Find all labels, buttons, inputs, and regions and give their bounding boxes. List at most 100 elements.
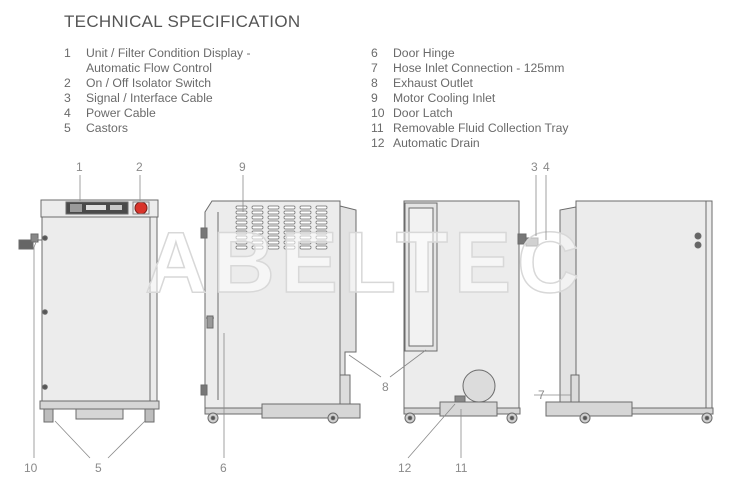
side-right-lower-step <box>570 374 580 406</box>
spec-number: 6 <box>371 46 378 60</box>
vent-slot <box>299 230 312 235</box>
vent-slot <box>251 215 264 220</box>
vent-slot <box>283 225 296 230</box>
castor-wheel-hub <box>704 415 710 421</box>
hose-inlet-icon <box>462 369 496 403</box>
vent-slot <box>299 220 312 225</box>
front-view <box>18 199 160 423</box>
leader-line-5b <box>107 420 146 459</box>
front-body <box>41 216 158 402</box>
side-lower-step <box>339 374 351 406</box>
spec-item: 2 On / Off Isolator Switch <box>64 76 251 91</box>
spec-text: On / Off Isolator Switch <box>86 76 212 90</box>
vent-slot <box>283 220 296 225</box>
vent-slot <box>235 210 248 215</box>
leader-line-8a <box>348 354 382 378</box>
castor-wheel-hub <box>509 415 515 421</box>
callout-6: 6 <box>220 461 227 475</box>
spec-number: 2 <box>64 76 71 90</box>
door-latch-icon <box>42 384 48 390</box>
vent-slot <box>283 210 296 215</box>
display-led-icon <box>110 205 122 210</box>
vent-slot <box>267 215 280 220</box>
knob-icon <box>694 232 702 240</box>
castor-wheel-hub <box>210 415 216 421</box>
spec-text: Signal / Interface Cable <box>86 91 213 105</box>
callout-8: 8 <box>382 380 389 394</box>
vent-slot <box>283 215 296 220</box>
door-hinge-icon <box>200 227 208 239</box>
vent-slot <box>235 220 248 225</box>
vent-slot <box>283 240 296 245</box>
fluid-tray-front <box>75 408 124 420</box>
spec-list-left: 1 Unit / Filter Condition Display - Autom… <box>64 46 251 136</box>
spec-number: 4 <box>64 106 71 120</box>
fluid-tray-rear <box>439 401 498 417</box>
spec-text: Automatic Drain <box>393 136 480 150</box>
callout-5: 5 <box>95 461 102 475</box>
vent-slot <box>299 205 312 210</box>
leader-line-8b <box>389 349 427 378</box>
callout-7: 7 <box>538 388 545 402</box>
spec-text: Unit / Filter Condition Display - Automa… <box>86 46 251 75</box>
callout-11: 11 <box>455 461 468 475</box>
vent-slot <box>235 205 248 210</box>
castor-right <box>144 408 155 423</box>
door-latch-icon <box>42 235 48 241</box>
switch-plate <box>132 201 150 215</box>
vent-slot <box>283 235 296 240</box>
vent-slot <box>283 245 296 250</box>
side-view-left <box>200 200 361 424</box>
vent-slot <box>315 225 328 230</box>
vent-slot <box>299 225 312 230</box>
spec-number: 3 <box>64 91 71 105</box>
spec-item: 6 Door Hinge <box>371 46 568 61</box>
castor-left <box>43 408 54 423</box>
spec-item: 3 Signal / Interface Cable <box>64 91 251 106</box>
vent-slot <box>251 240 264 245</box>
vent-slot <box>267 245 280 250</box>
vent-slot <box>315 230 328 235</box>
display-window-icon <box>70 204 82 212</box>
castor-wheel-hub <box>330 415 336 421</box>
spec-number: 5 <box>64 121 71 135</box>
vent-slot <box>315 245 328 250</box>
spec-number: 11 <box>371 121 384 135</box>
spec-number: 7 <box>371 61 378 75</box>
spec-number: 1 <box>64 46 71 60</box>
vent-slot <box>299 240 312 245</box>
spec-text: Castors <box>86 121 128 135</box>
callout-9: 9 <box>239 160 246 174</box>
vent-slot <box>267 230 280 235</box>
fluid-tray-side <box>261 403 361 419</box>
castor-wheel-hub <box>582 415 588 421</box>
vent-slot <box>251 225 264 230</box>
spec-item: 1 Unit / Filter Condition Display - Autom… <box>64 46 251 76</box>
spec-text: Door Hinge <box>393 46 455 60</box>
spec-text: Removable Fluid Collection Tray <box>393 121 569 135</box>
vent-slot <box>315 220 328 225</box>
page-title: TECHNICAL SPECIFICATION <box>64 12 301 31</box>
spec-text: Door Latch <box>393 106 453 120</box>
vent-slot <box>267 240 280 245</box>
vent-slot <box>235 225 248 230</box>
cable-connector-icon <box>525 237 539 247</box>
vent-slot <box>315 215 328 220</box>
callout-2: 2 <box>136 160 143 174</box>
watermark-logo: ABELTEC <box>145 215 585 311</box>
side-right-body <box>575 200 713 409</box>
side-view-right <box>545 200 714 424</box>
vent-slot <box>267 220 280 225</box>
vent-slot <box>235 230 248 235</box>
vent-slot <box>267 235 280 240</box>
front-base <box>39 400 160 410</box>
knob-icon <box>694 241 702 249</box>
vent-slot <box>235 235 248 240</box>
